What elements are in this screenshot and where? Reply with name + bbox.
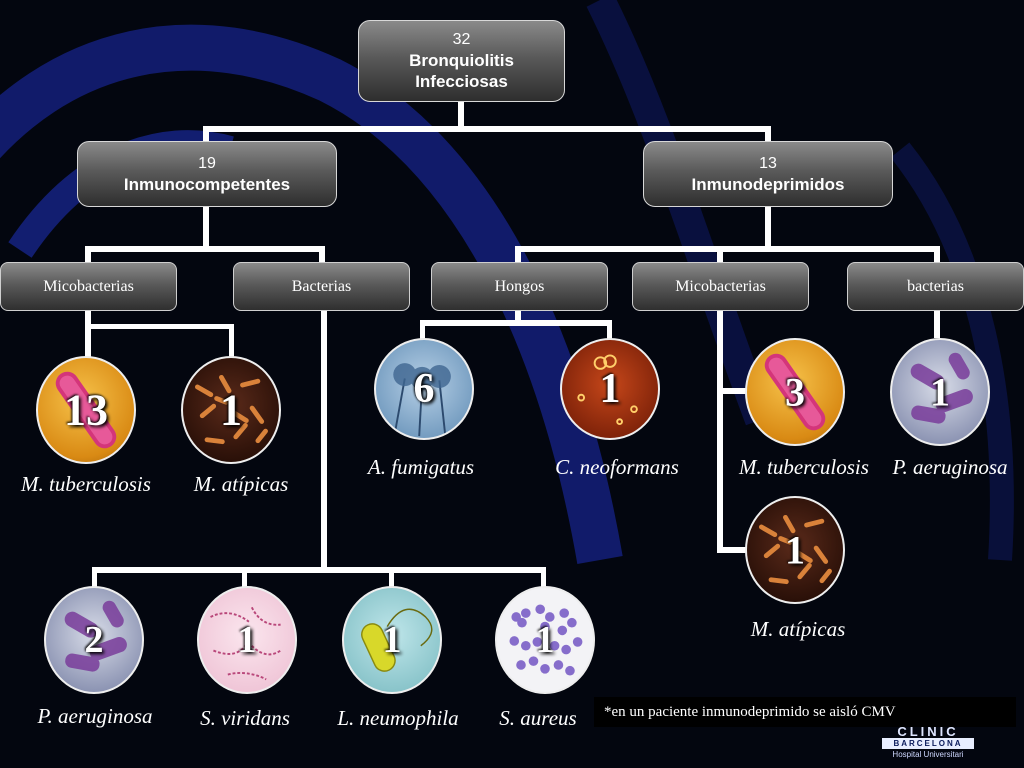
m-atipicas-image: 1 (745, 496, 845, 604)
root-label-line1: Bronquiolitis (409, 51, 514, 70)
connector-line (420, 320, 425, 340)
connector-line (541, 567, 546, 587)
category-id-mycobacteria: Micobacterias (632, 262, 809, 311)
root-label-line2: Infecciosas (415, 72, 508, 91)
connector-line (515, 310, 521, 324)
group-immunodepressed: 13 Inmunodeprimidos (643, 141, 893, 207)
organism-name: M. atípicas (193, 472, 289, 496)
organism-name: P. aeruginosa (892, 455, 1008, 479)
group-count: 13 (759, 154, 777, 172)
s-viridans-image: 1 (197, 586, 297, 694)
organism-count: 3 (785, 369, 805, 415)
connector-line (92, 567, 546, 573)
organism-name: M. tuberculosis (739, 455, 869, 479)
connector-line (515, 246, 940, 252)
connector-line (92, 567, 97, 587)
connector-line (717, 246, 723, 264)
connector-line (458, 101, 464, 130)
logo-city: BARCELONA (882, 738, 974, 749)
organism-count: 1 (382, 619, 402, 661)
l-neumophila-image: 1 (342, 586, 442, 694)
organism-name: M. tuberculosis (21, 472, 151, 496)
logo-subtitle: Hospital Universitari (892, 750, 964, 759)
connector-line (203, 206, 209, 250)
organism-count: 1 (599, 366, 621, 412)
root-count: 32 (452, 31, 471, 48)
organism-name: A. fumigatus (367, 455, 475, 479)
organism-name: P. aeruginosa (37, 704, 153, 728)
connector-line (389, 567, 394, 587)
organism-name: S. viridans (200, 706, 290, 730)
m-tuberculosis-image: 13 (36, 356, 136, 464)
organism-count: 1 (535, 619, 555, 661)
connector-line (420, 320, 612, 326)
m-atipicas-image: 1 (181, 356, 281, 464)
connector-line (321, 310, 327, 572)
connector-line (717, 547, 749, 553)
category-id-fungi: Hongos (431, 262, 608, 311)
connector-line (717, 310, 723, 552)
connector-line (717, 388, 749, 394)
connector-line (229, 324, 234, 358)
organism-name: M. atípicas (750, 617, 846, 641)
connector-line (934, 310, 940, 338)
connector-line (203, 126, 209, 144)
connector-line (85, 310, 91, 362)
organism-count: 1 (237, 619, 257, 661)
footnote: *en un paciente inmunodeprimido se aisló… (594, 697, 1016, 727)
organism-count: 1 (220, 385, 242, 435)
root-node: 32 Bronquiolitis Infecciosas (358, 20, 565, 102)
c-neoformans-image: 1 (560, 338, 660, 440)
connector-line (765, 206, 771, 250)
group-immunocompetent: 19 Inmunocompetentes (77, 141, 337, 207)
organism-count: 13 (64, 385, 108, 435)
p-aeruginosa-image: 2 (44, 586, 144, 694)
organism-count: 1 (930, 369, 950, 415)
organism-count: 1 (785, 527, 805, 573)
organism-count: 6 (413, 366, 435, 412)
connector-line (85, 246, 325, 252)
connector-line (319, 246, 325, 264)
connector-line (934, 246, 940, 264)
organism-count: 2 (84, 619, 104, 661)
connector-line (765, 126, 771, 144)
organism-name: C. neoformans (555, 455, 679, 479)
hospital-logo: CLINIC BARCELONA Hospital Universitari (880, 727, 976, 765)
m-tuberculosis-image: 3 (745, 338, 845, 446)
a-fumigatus-image: 6 (374, 338, 474, 440)
connector-line (203, 126, 771, 132)
category-ic-bacteria: Bacterias (233, 262, 410, 311)
s-aureus-image: 1 (495, 586, 595, 694)
organism-name: L. neumophila (337, 706, 459, 730)
p-aeruginosa-image: 1 (890, 338, 990, 446)
group-label: Inmunodeprimidos (691, 174, 845, 194)
category-id-bacteria: bacterias (847, 262, 1024, 311)
category-ic-mycobacteria: Micobacterias (0, 262, 177, 311)
connector-line (607, 320, 612, 340)
logo-name: CLINIC (897, 727, 959, 736)
group-count: 19 (198, 154, 216, 172)
group-label: Inmunocompetentes (123, 174, 291, 194)
connector-line (85, 246, 91, 264)
connector-line (242, 567, 247, 587)
connector-line (515, 246, 521, 264)
organism-name: S. aureus (499, 706, 577, 730)
connector-line (85, 324, 234, 329)
